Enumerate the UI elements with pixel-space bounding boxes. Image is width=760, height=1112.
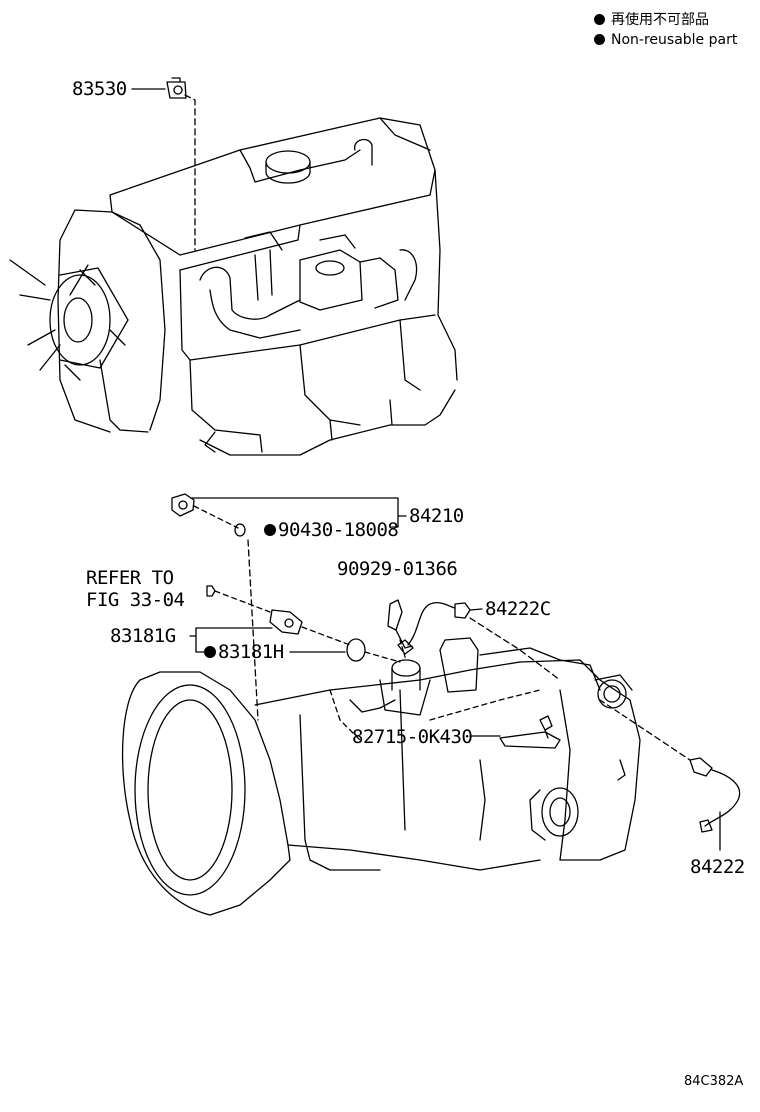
- legend-text-en: Non-reusable part: [611, 32, 738, 48]
- part-number: 83181H: [218, 641, 284, 663]
- sensor-84222: [629, 719, 741, 851]
- part-number: 83530: [72, 78, 127, 100]
- part-number: 90430-18008: [278, 519, 399, 541]
- part-label-83181g[interactable]: 83181G: [110, 625, 176, 647]
- part-number: 84210: [409, 505, 464, 527]
- part-label-83181h[interactable]: 83181H: [204, 641, 284, 663]
- part-number: 90929-01366: [337, 558, 458, 580]
- part-label-84222[interactable]: 84222: [690, 856, 745, 878]
- part-label-83530[interactable]: 83530: [72, 78, 127, 100]
- refer-line-2: FIG 33-04: [86, 589, 185, 611]
- sensor-84210: [171, 493, 407, 721]
- non-reusable-dot-icon: [204, 646, 216, 658]
- sensor-83181: [189, 609, 401, 663]
- refer-bolt: [206, 585, 271, 613]
- legend-text-jp: 再使用不可部品: [611, 12, 709, 28]
- non-reusable-dot-icon: [594, 34, 605, 45]
- part-label-90430-18008[interactable]: 90430-18008: [264, 519, 399, 541]
- leader-83530: [131, 77, 196, 251]
- figure-code-text: 84C382A: [684, 1074, 744, 1089]
- refer-line-1: REFER TO: [86, 567, 174, 589]
- non-reusable-dot-icon: [594, 14, 605, 25]
- part-label-84210[interactable]: 84210: [409, 505, 464, 527]
- part-label-90929-01366[interactable]: 90929-01366: [337, 558, 458, 580]
- part-number: 83181G: [110, 625, 176, 647]
- part-number: 84222: [690, 856, 745, 878]
- part-label-82715-0k430[interactable]: 82715-0K430: [352, 726, 473, 748]
- engine-illustration: [9, 117, 458, 456]
- part-label-84222c[interactable]: 84222C: [485, 598, 551, 620]
- part-number: 82715-0K430: [352, 726, 473, 748]
- figure-code: 84C382A: [684, 1074, 743, 1089]
- non-reusable-dot-icon: [264, 524, 276, 536]
- part-number: 84222C: [485, 598, 551, 620]
- legend-item-jp: 再使用不可部品: [594, 10, 737, 30]
- refer-to-fig-note[interactable]: REFER TO FIG 33-04: [86, 567, 185, 611]
- transmission-illustration: [121, 637, 641, 916]
- legend-item-en: Non-reusable part: [594, 30, 737, 50]
- legend: 再使用不可部品 Non-reusable part: [594, 10, 737, 50]
